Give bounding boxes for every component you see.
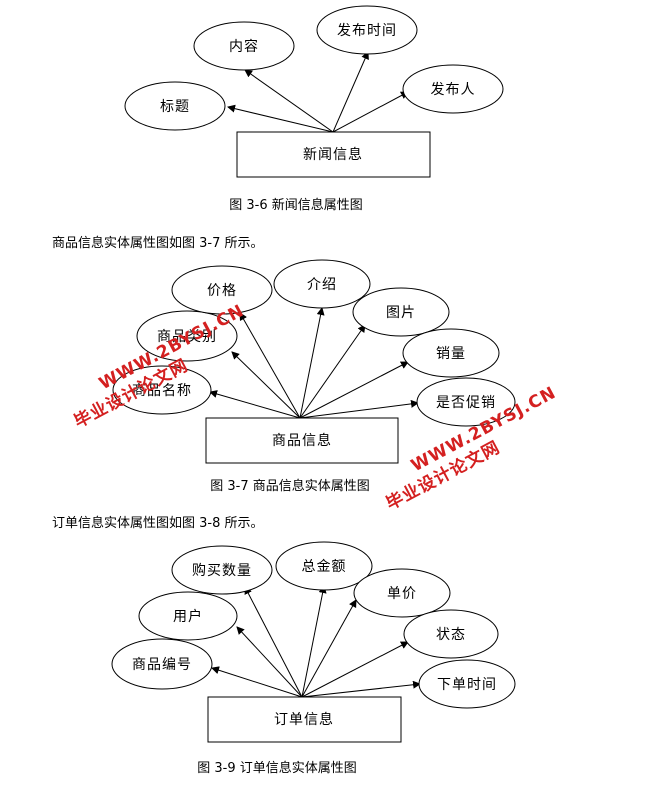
caption-order: 图 3-9 订单信息实体属性图 [197, 760, 357, 776]
edge-goods-price [239, 312, 301, 419]
edge-news-publisher [332, 91, 409, 133]
attr-news-content [193, 21, 295, 71]
caption-goods: 图 3-7 商品信息实体属性图 [210, 478, 370, 494]
attr-news-time [316, 5, 418, 55]
attr-news-content-label: 内容 [229, 38, 259, 55]
attr-goods-image [352, 287, 450, 337]
attr-order-total [275, 541, 373, 591]
entity-goods [205, 417, 399, 464]
edge-goods-promo [299, 399, 419, 419]
edge-goods-intro [299, 307, 325, 419]
intro-text-order: 订单信息实体属性图如图 3-8 所示。 [52, 516, 264, 531]
entity-order-label: 订单信息 [274, 711, 334, 728]
entity-news [236, 131, 431, 178]
attr-goods-price [171, 265, 273, 315]
attr-order-qty-label: 购买数量 [192, 563, 252, 579]
caption-news: 图 3-6 新闻信息属性图 [229, 197, 363, 213]
attr-news-title-label: 标题 [160, 99, 190, 115]
diagram-order: 商品编号 用户 购买数量 总金额 单价 状态 下单时间 订单信息 图 3-9 订… [111, 541, 516, 776]
edge-news-content [244, 69, 334, 133]
attr-goods-price-label: 价格 [207, 283, 237, 299]
attr-order-price-label: 单价 [387, 586, 417, 602]
attr-order-status [403, 609, 499, 659]
attr-order-total-label: 总金额 [302, 559, 347, 575]
entity-goods-label: 商品信息 [272, 432, 332, 449]
attr-order-time [418, 659, 516, 709]
edge-order-goodsno [211, 666, 303, 698]
attr-goods-category [136, 310, 238, 362]
attr-news-time-label: 发布时间 [337, 23, 397, 39]
attr-order-status-label: 状态 [436, 627, 466, 643]
edge-order-status [301, 641, 409, 698]
attr-goods-promo-label: 是否促销 [436, 395, 496, 411]
entity-order [207, 696, 402, 743]
attr-news-publisher-label: 发布人 [431, 82, 476, 98]
attr-goods-name [112, 365, 212, 415]
edge-goods-category [231, 351, 301, 419]
edge-order-total [301, 585, 327, 698]
diagram-news: 标题 内容 发布时间 发布人 新闻信息 图 3-6 新闻信息属性图 [124, 5, 504, 213]
edge-goods-sales [299, 361, 409, 419]
edge-order-user [236, 626, 303, 698]
attr-news-title [124, 81, 226, 131]
intro-text-goods: 商品信息实体属性图如图 3-7 所示。 [52, 236, 264, 251]
edge-goods-image [299, 324, 366, 419]
attr-order-user-label: 用户 [173, 608, 203, 625]
attr-goods-sales [402, 328, 500, 378]
attr-order-goodsno-label: 商品编号 [132, 657, 192, 673]
edge-goods-name [209, 390, 301, 419]
attr-goods-intro [273, 259, 371, 309]
edge-order-qty [244, 586, 303, 698]
edge-order-time [301, 680, 421, 698]
edge-news-title [227, 104, 334, 133]
edge-order-price [301, 599, 357, 698]
attr-goods-name-label: 商品名称 [132, 383, 192, 399]
attr-order-time-label: 下单时间 [437, 677, 497, 693]
attr-goods-image-label: 图片 [386, 305, 416, 321]
attr-order-qty [171, 545, 273, 595]
edge-news-time [332, 51, 369, 133]
attr-goods-promo [416, 377, 516, 427]
attr-goods-intro-label: 介绍 [307, 277, 337, 293]
entity-news-label: 新闻信息 [303, 146, 363, 163]
attr-goods-category-label: 商品类别 [157, 329, 217, 345]
attr-goods-sales-label: 销量 [436, 346, 466, 362]
attr-order-price [353, 568, 451, 618]
attr-order-user [138, 591, 238, 641]
attr-order-goodsno [111, 638, 213, 690]
diagram-goods: 商品名称 商品类别 价格 介绍 图片 销量 是否促销 商品信息 图 3-7 商品… [112, 259, 516, 494]
attr-news-publisher [402, 64, 504, 114]
